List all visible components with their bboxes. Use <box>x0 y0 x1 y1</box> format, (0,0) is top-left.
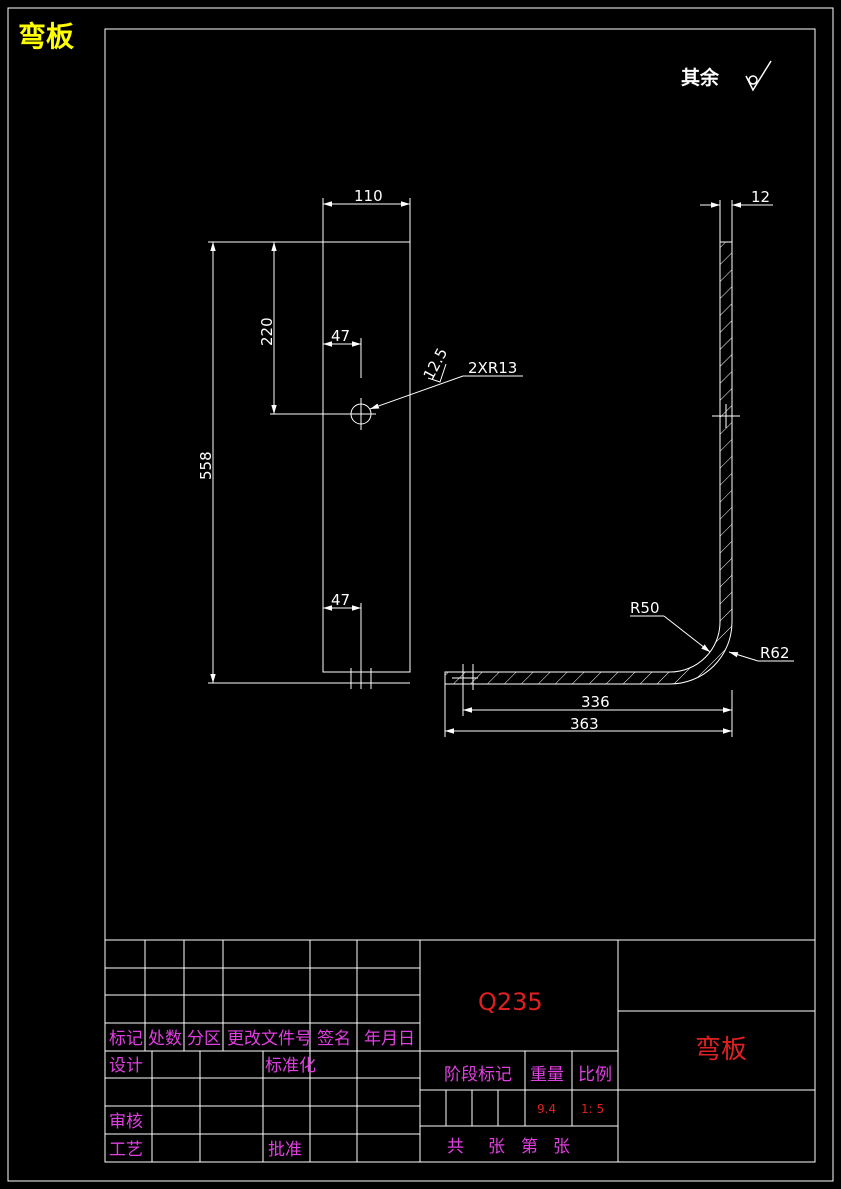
label-design: 设计 <box>109 1056 143 1076</box>
stage-mark-label: 阶段标记 <box>444 1065 512 1085</box>
front-view <box>208 198 523 689</box>
part-name: 弯板 <box>695 1035 747 1065</box>
dim-outer-radius: R62 <box>760 644 790 662</box>
header-date: 年月日 <box>364 1029 415 1049</box>
leader-r62 <box>728 651 759 662</box>
hole-roughness-value: 12.5 <box>420 345 452 383</box>
sheet-page-sheet-label: 张 <box>553 1137 570 1157</box>
weight-label: 重量 <box>530 1065 564 1085</box>
bent-plate-section <box>444 241 733 685</box>
label-approval: 批准 <box>268 1140 302 1160</box>
dim-offset-bottom: 47 <box>331 591 350 609</box>
dim-offset-top: 47 <box>331 327 350 345</box>
sheet-page-label: 第 <box>521 1137 538 1157</box>
hole-callout: 2XR13 <box>468 359 517 377</box>
dim-width: 110 <box>354 187 383 205</box>
title-block-grid <box>104 939 816 1163</box>
dim-thickness: 12 <box>751 188 770 206</box>
corner-title: 弯板 <box>18 20 74 53</box>
scale-label: 比例 <box>578 1065 612 1085</box>
outer-border <box>7 7 834 1182</box>
dim-hole-depth: 220 <box>258 317 276 346</box>
dim-inner-radius: R50 <box>630 599 660 617</box>
sheet-total-label: 共 <box>447 1137 464 1157</box>
label-standardization: 标准化 <box>265 1056 316 1076</box>
hole-roughness-icon <box>427 363 447 383</box>
roughness-note-label: 其余 <box>681 66 720 89</box>
inner-frame <box>104 28 816 1163</box>
header-signature: 签名 <box>317 1029 351 1049</box>
dim-height: 558 <box>197 451 215 480</box>
header-zone: 分区 <box>187 1029 221 1049</box>
material: Q235 <box>478 988 543 1016</box>
hole-leader <box>369 375 464 410</box>
dim-inner-length: 336 <box>581 693 610 711</box>
leader-r50 <box>663 615 711 653</box>
header-mark: 标记 <box>109 1029 143 1049</box>
side-view <box>444 200 794 737</box>
header-count: 处数 <box>148 1029 182 1049</box>
sheet-label: 张 <box>488 1137 505 1157</box>
scale-value: 1: 5 <box>581 1102 604 1116</box>
label-process: 工艺 <box>109 1140 143 1160</box>
header-change-doc: 更改文件号 <box>227 1029 312 1049</box>
label-review: 审核 <box>109 1112 143 1132</box>
roughness-symbol-icon <box>745 60 772 92</box>
weight-value: 9.4 <box>537 1102 556 1116</box>
dim-overall-length: 363 <box>570 715 599 733</box>
